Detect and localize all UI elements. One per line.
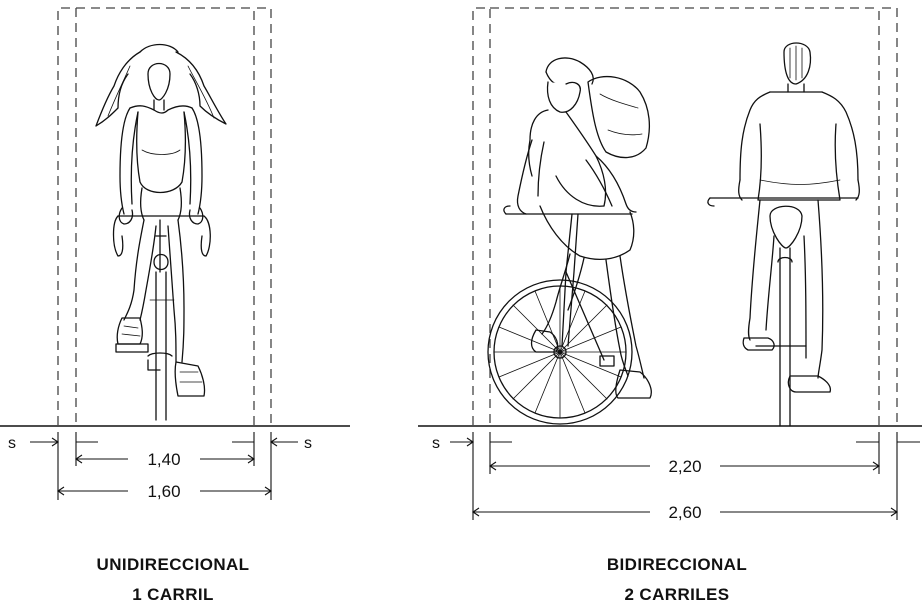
caption-one-way-line2: 1 CARRIL	[132, 585, 214, 604]
cyclist-rear-icon	[707, 42, 860, 427]
inner-width-label-two-way: 2,20	[668, 457, 701, 476]
inner-width-label: 1,40	[147, 450, 180, 469]
inner-width-dimension: 1,40	[75, 432, 255, 469]
caption-two-way-line2: 2 CARRILES	[624, 585, 729, 604]
caption-two-way-line1: BIDIRECCIONAL	[607, 555, 747, 574]
outer-width-dimension-two-way: 2,60	[472, 452, 898, 522]
inner-width-dimension-two-way: 2,20	[489, 432, 880, 476]
cyclist-front-icon	[95, 43, 227, 421]
caption-one-way-line1: UNIDIRECCIONAL	[97, 555, 250, 574]
s-label-left: s	[8, 435, 16, 452]
s-clearance-right-panel-marker: s	[432, 432, 920, 452]
one-way-lane-panel: s s 1,40 1,60 UNIDIRECCIONAL 1 CARRIL	[0, 7, 350, 604]
s-clearance-left-marker: s	[8, 432, 59, 452]
s-label-right-panel: s	[432, 435, 440, 452]
two-way-lane-panel: s 2,20 2,60 BIDIRECCIONAL 2 CARRILES	[418, 7, 922, 604]
lane-boundary-left	[57, 7, 272, 425]
outer-width-label: 1,60	[147, 482, 180, 501]
outer-width-dimension: 1,60	[57, 452, 272, 501]
lane-boundary-right	[472, 7, 898, 425]
outer-width-label-two-way: 2,60	[668, 503, 701, 522]
s-label-right: s	[304, 435, 312, 452]
s-clearance-right-marker: s	[270, 432, 312, 452]
cyclist-with-backpack-icon	[487, 57, 652, 425]
